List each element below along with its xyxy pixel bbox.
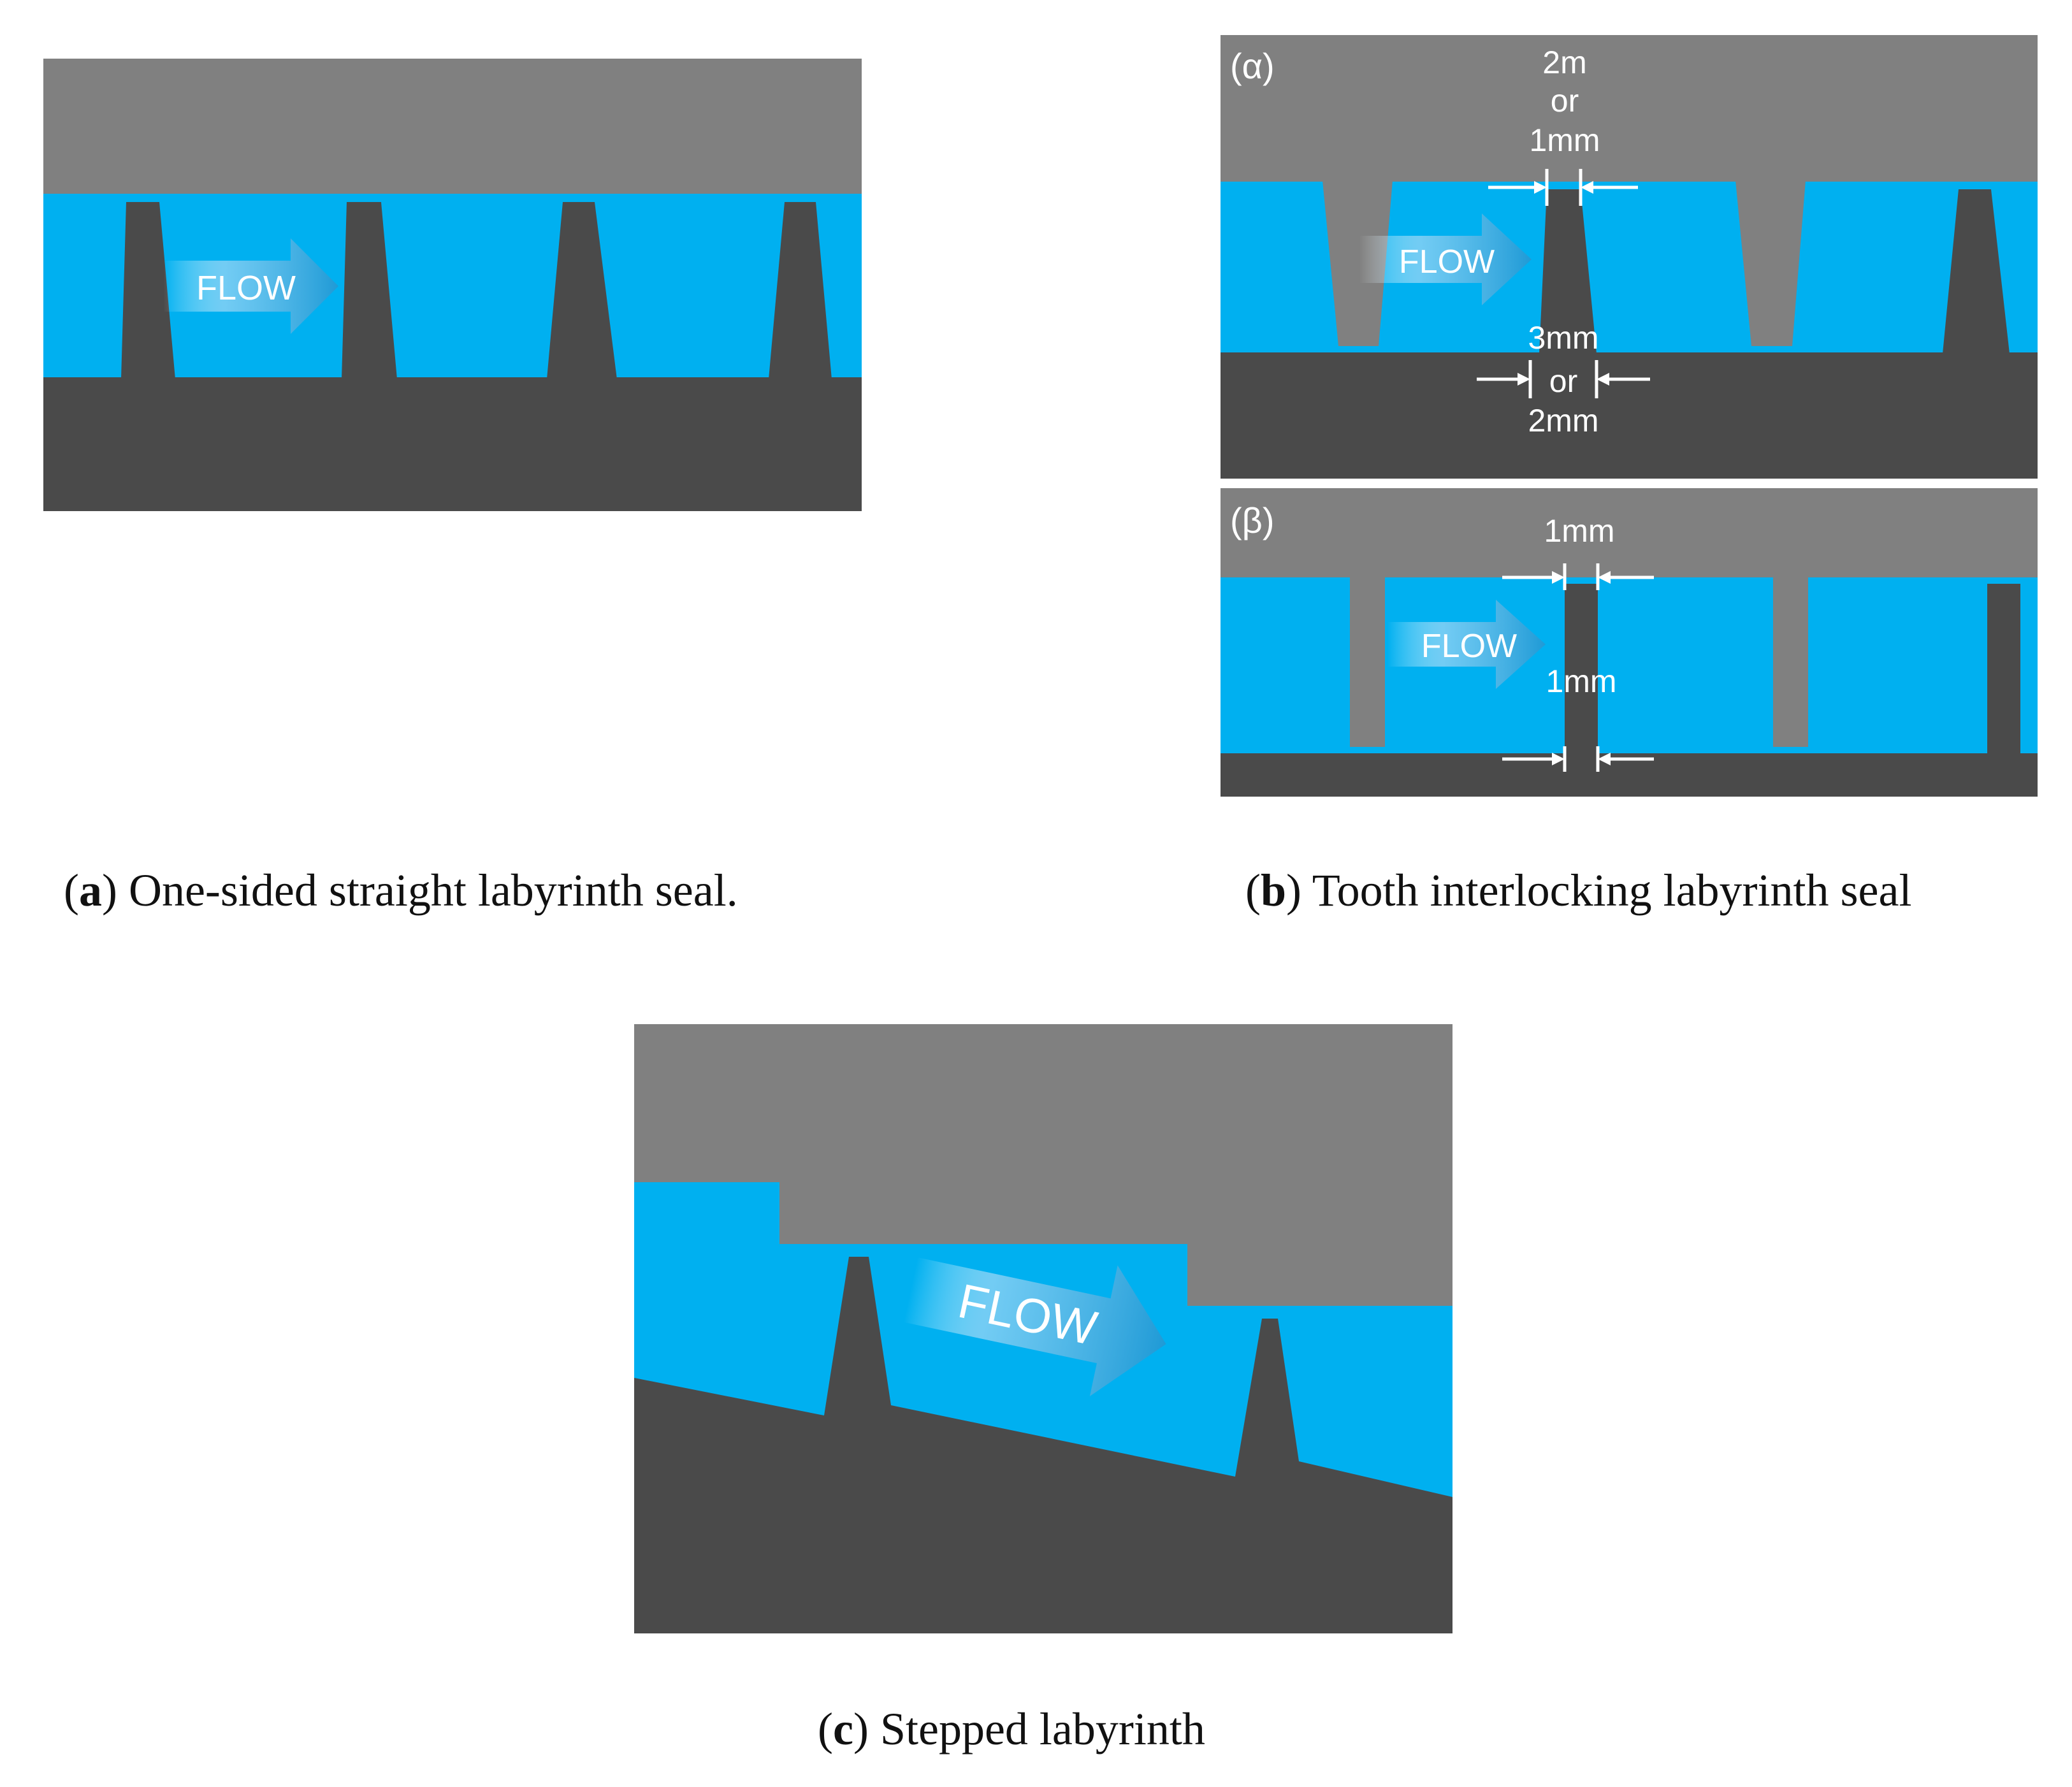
panel-a-one-sided-seal: FLOW <box>43 59 862 511</box>
housing <box>43 59 862 194</box>
flow-arrow <box>903 1257 1166 1396</box>
rotor-tooth-2 <box>1987 584 2020 756</box>
caption-a-letter: a <box>78 865 102 916</box>
interlocking-seal-alpha-diagram: (α) FLOW 2m or 1mm 3mm or 2mm <box>1221 35 2038 479</box>
flow-arrow <box>163 238 338 334</box>
caption-a-text: One-sided straight labyrinth seal. <box>128 865 738 916</box>
panel-c-stepped-labyrinth: FLOW <box>634 1024 1453 1633</box>
flow-label: FLOW <box>196 269 296 307</box>
flow-arrow <box>1387 600 1546 689</box>
bottom-dimension: 1mm <box>1546 663 1616 699</box>
caption-b: (b) Tooth interlocking labyrinth seal <box>1245 865 1912 916</box>
caption-a: (a) One-sided straight labyrinth seal. <box>64 865 738 916</box>
stepped-housing <box>634 1024 1453 1306</box>
bottom-dimension-line2: or <box>1549 363 1577 399</box>
sloped-rotor <box>634 1257 1453 1633</box>
top-dimension-line1: 2m <box>1542 45 1586 80</box>
housing-tooth-2 <box>1735 180 1806 346</box>
caption-c: (c) Stepped labyrinth <box>818 1704 1205 1754</box>
panel-b-beta-interlocking: (β) FLOW 1mm 1mm <box>1221 488 2038 797</box>
sub-panel-tag-beta: (β) <box>1230 500 1275 540</box>
rotor <box>1221 352 2038 479</box>
flow-label: FLOW <box>1421 628 1517 665</box>
seal-tooth-2 <box>342 202 397 379</box>
one-sided-seal-diagram: FLOW <box>43 59 862 511</box>
caption-c-text: Stepped labyrinth <box>880 1704 1205 1754</box>
bottom-dimension-arrows <box>1502 746 1654 772</box>
panel-b-alpha-interlocking: (α) FLOW 2m or 1mm 3mm or 2mm <box>1221 35 2038 479</box>
rotor-tooth-1 <box>1565 584 1598 756</box>
fluid-gap <box>1221 577 2038 755</box>
seal-tooth-4 <box>769 202 832 379</box>
top-dimension-line2: or <box>1551 83 1579 119</box>
top-dimension-arrows <box>1488 169 1638 206</box>
seal-tooth-1 <box>121 202 175 379</box>
seal-tooth-3 <box>547 202 617 379</box>
caption-c-letter: c <box>832 1704 853 1754</box>
housing <box>1221 35 2038 182</box>
rotor-tooth-1 <box>1539 189 1597 354</box>
top-dimension: 1mm <box>1544 513 1614 549</box>
housing-tooth-2 <box>1773 576 1808 747</box>
interlocking-seal-beta-diagram: (β) FLOW 1mm 1mm <box>1221 488 2038 797</box>
rotor <box>43 377 862 511</box>
flow-arrow <box>1359 213 1532 305</box>
housing <box>1221 488 2038 577</box>
rotor-tooth-2 <box>1943 189 2010 354</box>
housing-tooth-1 <box>1322 180 1393 346</box>
housing-tooth-1 <box>1350 576 1385 747</box>
bottom-dimension-line3: 2mm <box>1528 403 1598 438</box>
bottom-dimension-arrows <box>1477 360 1650 398</box>
stepped-labyrinth-diagram: FLOW <box>634 1024 1453 1633</box>
flow-label: FLOW <box>1399 243 1495 280</box>
top-dimension-line3: 1mm <box>1529 122 1600 158</box>
top-dimension-arrows <box>1502 563 1654 590</box>
caption-b-letter: b <box>1260 865 1287 916</box>
bottom-dimension-line1: 3mm <box>1528 320 1598 356</box>
sub-panel-tag-alpha: (α) <box>1230 46 1275 86</box>
caption-b-text: Tooth interlocking labyrinth seal <box>1312 865 1912 916</box>
